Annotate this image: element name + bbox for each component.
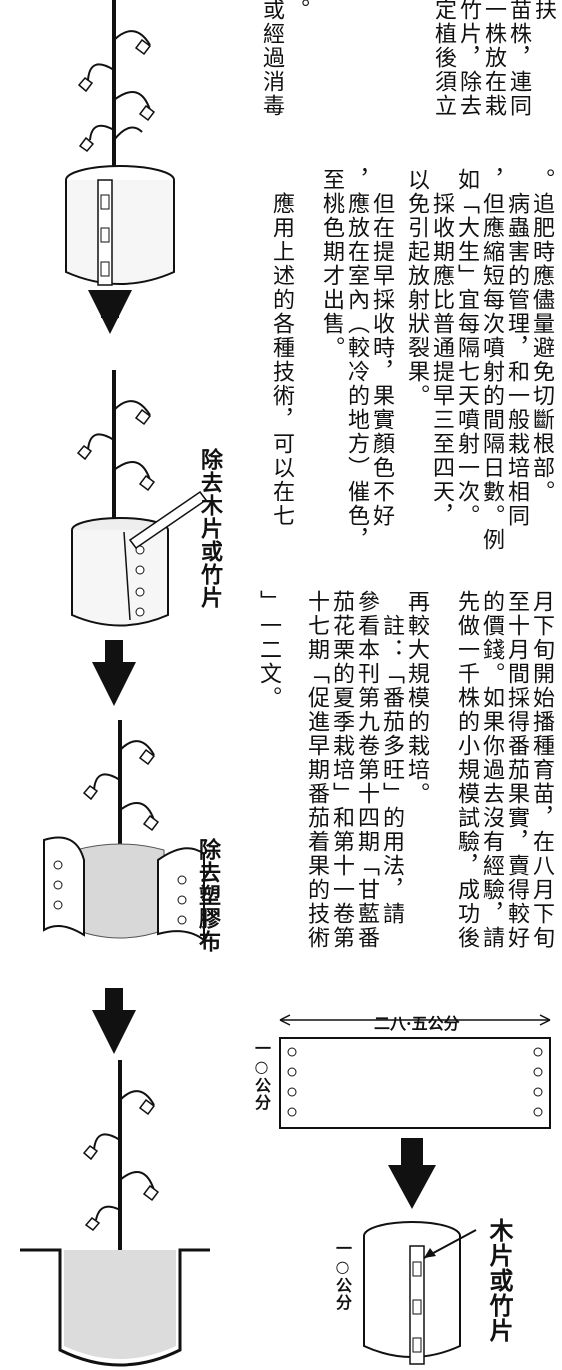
text-column: 一株放在栽 [481,0,506,118]
text-column: 以免引起放射狀裂果。 [404,168,429,408]
text-column: 應用上述的各種技術，可以在七 [269,168,294,528]
text-column: 十七期「促進早期番茄着果的技術 [304,590,329,950]
dimension-height-label: 一○公分 [252,1040,271,1111]
dimension-width-label: 二八·五公分 [370,1010,464,1034]
plant-stage-1 [65,0,175,286]
text-column: 至桃色期才出售。 [319,168,344,360]
sheet-outline [279,1014,551,1129]
text-column: 竹片，除去 [456,0,481,118]
label-wood-strip: 木片或竹片 [485,1218,514,1343]
text-column: 參看本刊第九卷第十四期「甘藍番 [354,590,379,950]
text-column: ，應放在室內（較冷的地方）催色， [344,168,369,552]
text-column: 定植後須立 [431,0,456,118]
plant-stage-4 [20,1060,210,1367]
text-column: 扶 [531,0,556,22]
plant-stage-3 [43,720,205,943]
text-column: 茄花栗的夏季栽培」和第十一卷第 [329,590,354,950]
down-arrow-icon [92,662,136,706]
dimension-height-label-2: 一○公分 [333,1240,352,1311]
text-column: 註：「番茄多旺」的用法，請 [379,590,404,926]
text-column: 的價錢。如果你過去沒有經驗，請 [479,590,504,950]
down-arrow-shaft [105,988,123,1014]
text-column: 」一二文。 [256,590,281,710]
text-column: 月下旬開始播種育苗，在八月下旬 [529,590,554,950]
text-column: 。追肥時應儘量避免切斷根部。 [529,168,554,504]
text-column: 或經過消毒 [259,0,284,118]
text-column: 至十月間採得番茄果實，賣得較好 [504,590,529,950]
cylinder-diagram [363,1221,477,1365]
text-column: 再較大規模的栽培。 [404,590,429,806]
text-column: 。 [284,0,309,22]
text-column: ，但應縮短每次噴射的間隔日數。例 [479,168,504,552]
down-arrow-shaft [105,640,123,666]
text-column: 採收期應比普通提早三至四天， [429,168,454,528]
down-arrow-icon [92,1010,136,1054]
text-column: 如「大生」宜每隔七天噴射一次。 [454,168,479,528]
down-arrow-shaft [401,1138,423,1168]
down-arrow-icon [388,1165,436,1209]
down-arrow-shaft [101,292,119,318]
text-column: 但在提早採收時，果實顏色不好 [369,168,394,528]
label-remove-plastic: 除去塑膠布 [195,838,221,953]
text-column: 先做一千株的小規模試驗，成功後 [454,590,479,950]
plant-stage-2 [71,370,208,627]
text-column: 病蟲害的管理，和一般栽培相同 [504,168,529,528]
label-remove-wood: 除去木片或竹片 [197,448,223,609]
text-column: 苗株，連同 [506,0,531,118]
